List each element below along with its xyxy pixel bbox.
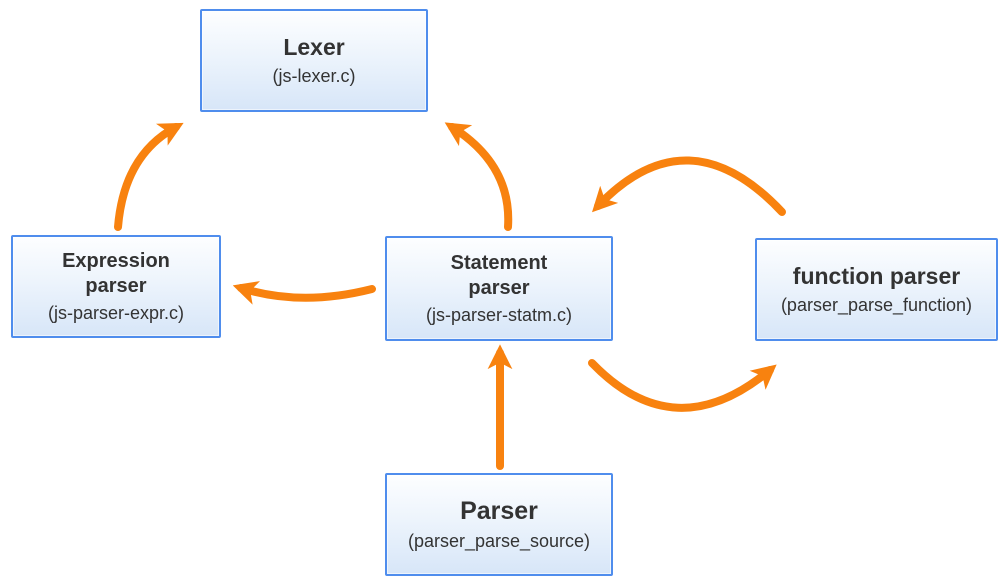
node-expression-parser-title: Expression parser [62, 249, 170, 297]
arrow-statement-parser-to-lexer [444, 122, 513, 231]
node-function-parser-title: function parser [792, 263, 961, 290]
node-statement-parser-title: Statement parser [450, 251, 548, 299]
node-expression-parser[interactable]: Expression parser (js-parser-expr.c) [11, 235, 221, 338]
arrow-function-parser-to-statement-parser [591, 156, 786, 216]
arrow-expression-parser-to-lexer [114, 122, 184, 231]
arrow-statement-parser-to-function-parser [588, 359, 777, 412]
node-lexer-title: Lexer [283, 34, 345, 61]
node-lexer-subtitle: (js-lexer.c) [272, 66, 356, 87]
node-function-parser[interactable]: function parser (parser_parse_function) [755, 238, 998, 341]
node-statement-parser-subtitle: (js-parser-statm.c) [425, 304, 572, 325]
arrow-statement-parser-to-expression-parser [232, 281, 376, 305]
node-parser[interactable]: Parser (parser_parse_source) [385, 473, 613, 576]
node-parser-subtitle: (parser_parse_source) [407, 531, 591, 552]
node-lexer[interactable]: Lexer (js-lexer.c) [200, 9, 428, 112]
node-function-parser-subtitle: (parser_parse_function) [780, 295, 973, 316]
node-statement-parser[interactable]: Statement parser (js-parser-statm.c) [385, 236, 613, 341]
node-expression-parser-subtitle: (js-parser-expr.c) [47, 302, 185, 323]
node-parser-title: Parser [460, 497, 538, 526]
